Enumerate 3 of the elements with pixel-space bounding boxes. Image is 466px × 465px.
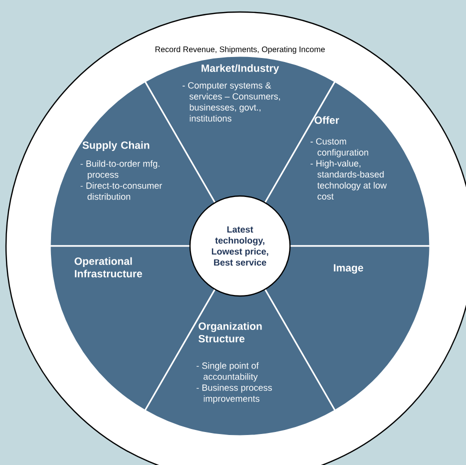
node-label: Operational Infrastructure <box>74 257 142 278</box>
node-label: Market/Industry <box>202 64 280 74</box>
node-label: Image <box>334 264 364 274</box>
